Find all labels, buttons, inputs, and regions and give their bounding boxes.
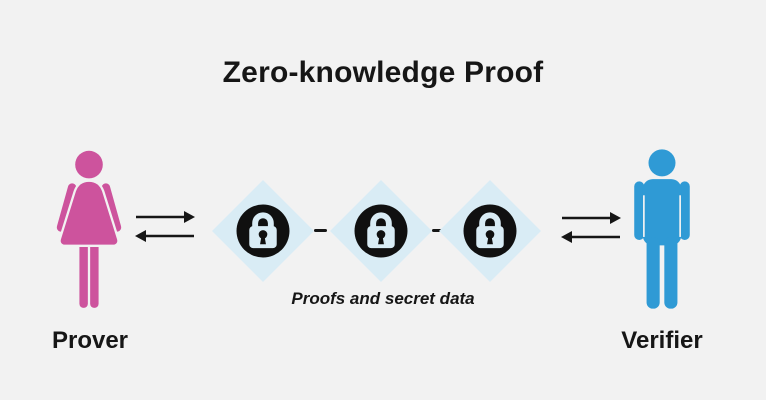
padlock-node-1 bbox=[212, 180, 314, 282]
connector-dash bbox=[314, 229, 327, 232]
padlock-node-2 bbox=[330, 180, 432, 282]
diagram-title: Zero-knowledge Proof bbox=[222, 56, 544, 89]
man-figure-icon bbox=[634, 149, 690, 309]
woman-figure-icon bbox=[56, 150, 122, 308]
padlock-node-3 bbox=[439, 180, 541, 282]
verifier-label: Verifier bbox=[621, 327, 703, 354]
prover-label: Prover bbox=[51, 327, 129, 354]
exchange-caption: Proofs and secret data bbox=[291, 289, 475, 308]
connector-dash bbox=[432, 229, 445, 232]
bidirectional-arrows-left bbox=[135, 211, 195, 242]
bidirectional-arrows-right bbox=[561, 212, 621, 243]
